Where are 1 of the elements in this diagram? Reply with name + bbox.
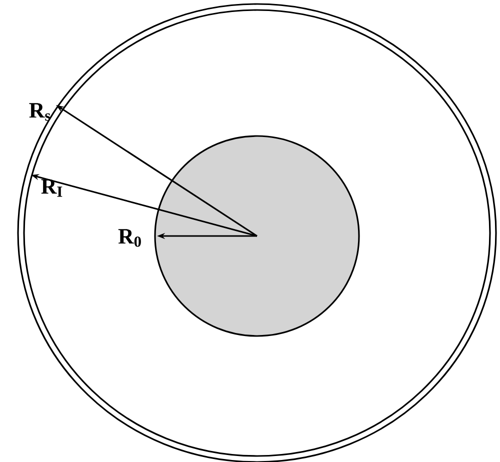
radius-label: R$_{0}$ xyxy=(118,229,141,247)
